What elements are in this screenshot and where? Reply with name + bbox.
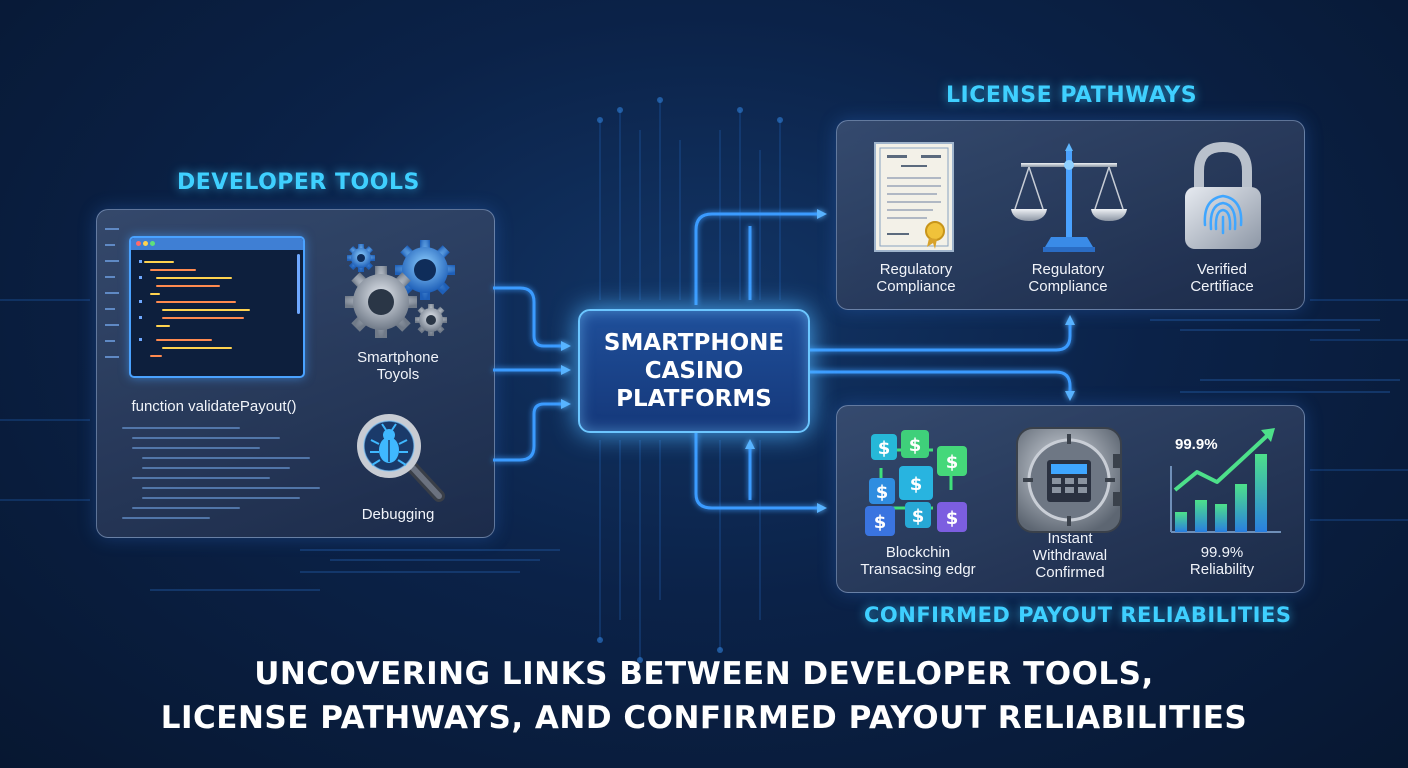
code-text-lines xyxy=(122,427,320,519)
growth-chart-icon xyxy=(1170,428,1281,533)
window-dot-icon xyxy=(136,241,141,246)
headline-line-1: UNCOVERING LINKS BETWEEN DEVELOPER TOOLS… xyxy=(254,656,1154,692)
gears-icon xyxy=(345,240,455,338)
hub-label: SMARTPHONE CASINO PLATFORMS xyxy=(603,330,785,412)
svg-text:$: $ xyxy=(946,452,959,473)
code-lines-graphic xyxy=(139,260,250,357)
debugging-label: Debugging xyxy=(361,506,435,523)
smartphone-casino-platforms-hub: SMARTPHONE CASINO PLATFORMS xyxy=(578,309,810,433)
ruler-marks xyxy=(105,228,119,358)
svg-text:$: $ xyxy=(946,508,959,529)
window-titlebar xyxy=(131,238,303,250)
code-editor-window xyxy=(129,236,305,378)
license-pathways-panel: Regulatory Compliance Regulatory Complia… xyxy=(836,120,1305,310)
payout-panel: $ $ $ $ $ $ $ $ Blockchin Transacsing ed… xyxy=(836,405,1305,593)
svg-text:$: $ xyxy=(874,512,887,533)
window-dot-icon xyxy=(150,241,155,246)
chart-value-label: 99.9% xyxy=(1175,436,1218,453)
payout-item-3-label: 99.9% Reliability xyxy=(1189,544,1255,578)
payout-title: CONFIRMED PAYOUT RELIABILITIES xyxy=(864,603,1292,627)
scales-icon xyxy=(1011,143,1127,252)
svg-text:$: $ xyxy=(876,482,889,503)
vault-icon xyxy=(1016,427,1122,533)
debug-magnifier-icon xyxy=(357,414,445,502)
license-item-3-label: Verified Certifiace xyxy=(1190,261,1254,295)
payout-item-1-label: Blockchin Transacsing edgr xyxy=(860,544,976,578)
license-pathways-title: LICENSE PATHWAYS xyxy=(946,83,1198,108)
license-item-1-label: Regulatory Compliance xyxy=(876,261,956,295)
payout-item-2-label: Instant Withdrawal Confirmed xyxy=(1032,530,1108,581)
certificate-icon xyxy=(874,142,954,252)
headline-line-2: LICENSE PATHWAYS, AND CONFIRMED PAYOUT R… xyxy=(160,700,1248,736)
window-dot-icon xyxy=(143,241,148,246)
svg-text:$: $ xyxy=(909,435,922,456)
smartphone-tools-label: Smartphone Toyols xyxy=(357,349,439,383)
developer-tools-title: DEVELOPER TOOLS xyxy=(177,170,420,195)
svg-text:$: $ xyxy=(878,438,891,459)
function-label: function validatePayout() xyxy=(131,398,297,415)
padlock-fingerprint-icon xyxy=(1185,141,1261,249)
svg-text:$: $ xyxy=(910,474,923,495)
svg-text:$: $ xyxy=(912,506,925,527)
license-item-2-label: Regulatory Compliance xyxy=(1028,261,1108,295)
dollar-blocks-icon: $ $ $ $ $ $ $ $ xyxy=(865,430,967,536)
developer-tools-panel: function validatePayout() xyxy=(96,209,495,538)
